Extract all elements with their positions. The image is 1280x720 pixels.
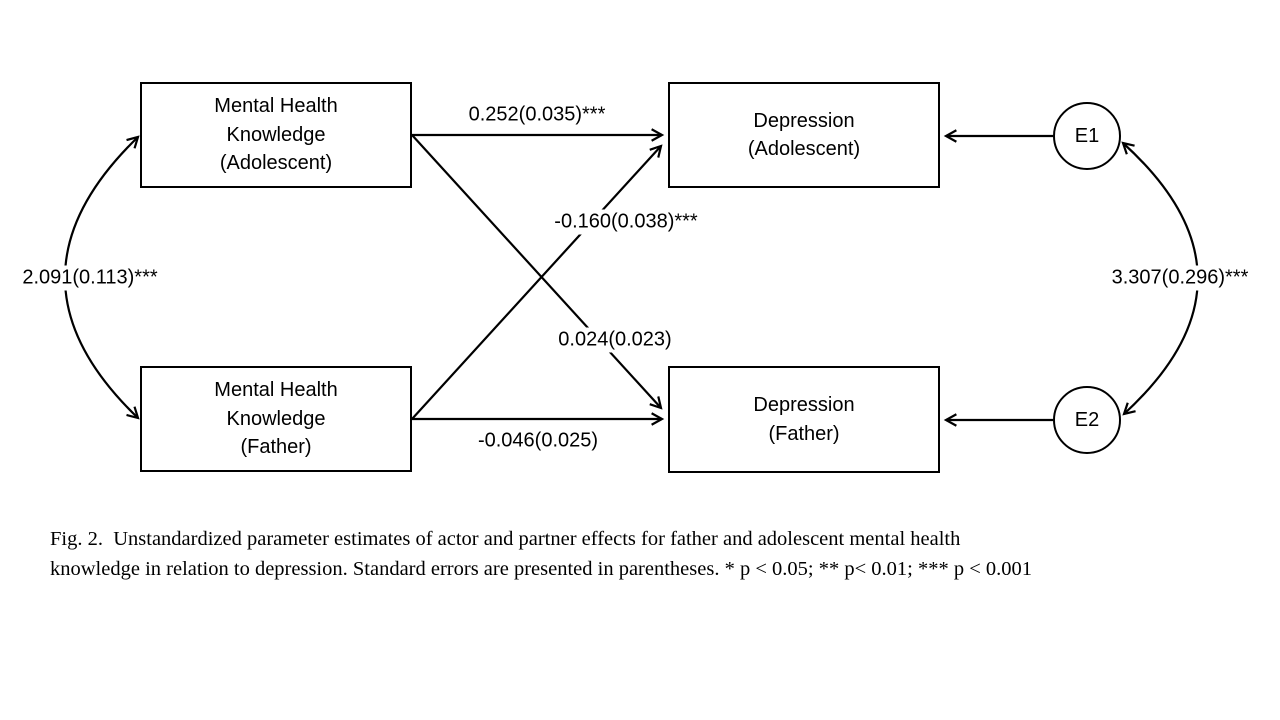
error-label: E1	[1074, 124, 1100, 147]
node-label: Depression (Adolescent)	[747, 109, 861, 160]
coefficient-covariance-errors: 3.307(0.296)***	[1107, 265, 1253, 291]
node-mental-health-knowledge-father: Mental Health Knowledge (Father)	[140, 366, 412, 472]
node-error-e1: E1	[1053, 102, 1121, 170]
node-label: Depression (Father)	[753, 394, 855, 445]
arrow-partner-father-to-adolescent	[411, 144, 663, 420]
node-label: Mental Health Knowledge (Adolescent)	[214, 95, 338, 175]
coefficient-actor-father: -0.046(0.025)	[473, 428, 603, 454]
node-error-e2: E2	[1053, 386, 1121, 454]
coefficient-partner-adolescent-to-father: 0.024(0.023)	[554, 327, 676, 353]
coefficient-partner-father-to-adolescent: -0.160(0.038)***	[550, 209, 702, 235]
arrow-partner-adolescent-to-father	[411, 134, 663, 410]
node-depression-father: Depression (Father)	[668, 366, 940, 473]
error-label: E2	[1074, 408, 1100, 431]
node-depression-adolescent: Depression (Adolescent)	[668, 82, 940, 188]
figure-caption: Fig. 2. Unstandardized parameter estimat…	[50, 524, 1240, 584]
node-label: Mental Health Knowledge (Father)	[214, 379, 338, 459]
coefficient-actor-adolescent: 0.252(0.035)***	[464, 102, 610, 128]
caption-line-2: knowledge in relation to depression. Sta…	[50, 558, 1033, 580]
coefficient-covariance-knowledge: 2.091(0.113)***	[18, 265, 162, 291]
caption-line-1: Fig. 2. Unstandardized parameter estimat…	[50, 528, 961, 550]
node-mental-health-knowledge-adolescent: Mental Health Knowledge (Adolescent)	[140, 82, 412, 188]
